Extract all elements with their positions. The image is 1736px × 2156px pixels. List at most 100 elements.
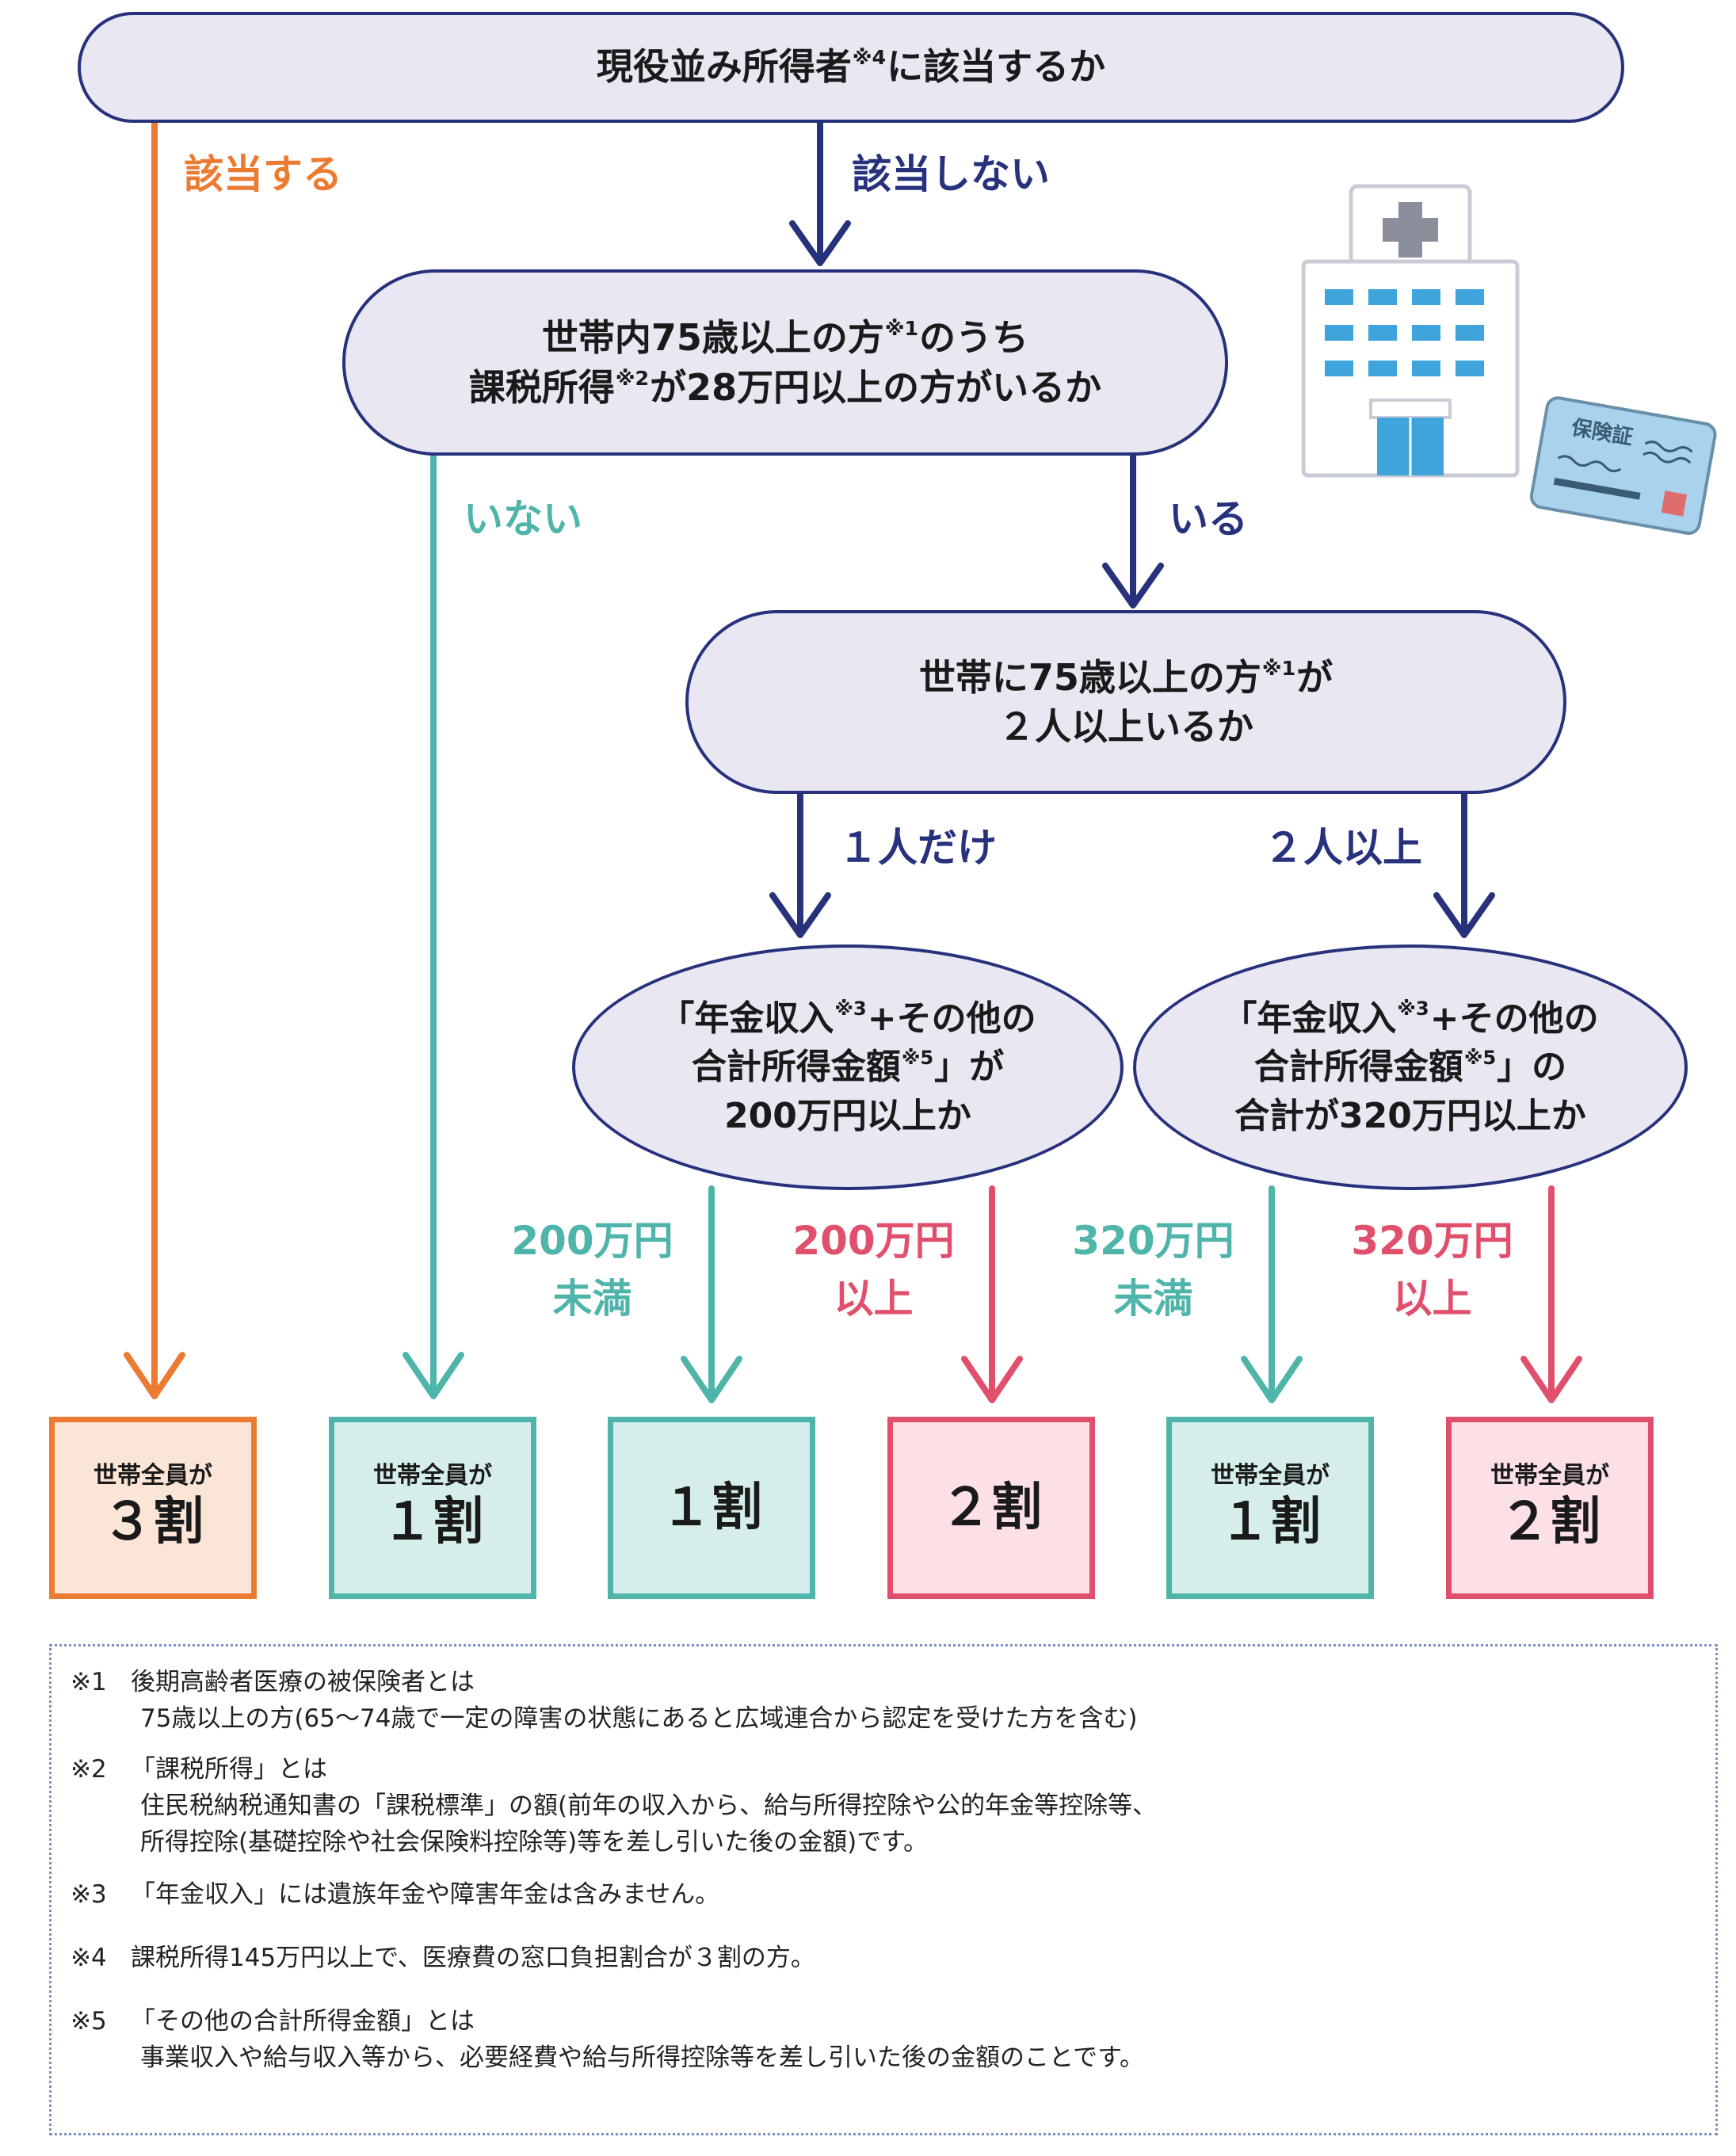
q3-line2: ２人以上いるか — [998, 705, 1253, 748]
branch-label-not-applies: 該当しない — [852, 151, 1050, 197]
q1-text: 現役並み所得者 — [596, 45, 852, 89]
branch-label-two-or-more: ２人以上 — [1264, 825, 1422, 871]
q2-footnote-ref-1: ※1 — [884, 317, 919, 341]
branch-label-under200: 200万円 未満 — [507, 1212, 677, 1327]
q4-line3: 200万円以上か — [724, 1095, 971, 1136]
branch-label-some: いる — [1169, 496, 1248, 542]
footnote-2-line3: 所得控除(基礎控除や社会保険料控除等)等を差し引いた後の金額)です。 — [140, 1828, 929, 1856]
arrowhead-not-applies — [789, 220, 851, 266]
q2-line1: 世帯内75歳以上の方※1のうち — [542, 313, 1028, 362]
result-all-10-percent-b: 世帯全員が １割 — [1166, 1417, 1374, 1599]
footnote-2-line1: 「課税所得」とは — [131, 1755, 327, 1784]
result-5-value: １割 — [1219, 1493, 1321, 1551]
result-3-value: １割 — [661, 1479, 762, 1537]
arrowhead-none — [403, 1352, 464, 1399]
question-income-200: 「年金収入※3+その他の 合計所得金額※5」が 200万円以上か — [572, 944, 1124, 1190]
over200-line1: 200万円 — [792, 1218, 955, 1264]
q4-line1-suffix: +その他の — [867, 998, 1036, 1039]
branch-label-applies: 該当する — [184, 151, 342, 197]
result-2-caption: 世帯全員が — [373, 1462, 492, 1490]
branch-label-over320: 320万円 以上 — [1347, 1212, 1517, 1327]
hospital-icon — [1301, 184, 1520, 478]
over320-line2: 以上 — [1392, 1275, 1472, 1322]
question-current-income-level: 現役並み所得者※4に該当するか — [78, 12, 1624, 123]
under320-line1: 320万円 — [1072, 1218, 1234, 1264]
arrowhead-two-or-more — [1433, 892, 1495, 938]
over320-line1: 320万円 — [1351, 1218, 1513, 1264]
result-all-20-percent: 世帯全員が ２割 — [1446, 1417, 1654, 1599]
under200-line2: 未満 — [552, 1275, 632, 1322]
q5-footnote-ref-1: ※3 — [1397, 998, 1429, 1021]
q1-footnote-ref: ※4 — [852, 46, 887, 70]
branch-label-over200: 200万円 以上 — [788, 1212, 959, 1327]
question-income-320: 「年金収入※3+その他の 合計所得金額※5」の 合計が320万円以上か — [1133, 944, 1688, 1190]
insurance-card-icon: 保険証 — [1529, 396, 1717, 535]
q1-line: 現役並み所得者※4に該当するか — [597, 44, 1105, 91]
branch-label-under320: 320万円 未満 — [1068, 1212, 1238, 1327]
result-6-value: ２割 — [1499, 1493, 1601, 1551]
under320-line2: 未満 — [1113, 1275, 1193, 1322]
under200-line1: 200万円 — [511, 1218, 673, 1264]
q3-line1: 世帯に75歳以上の方※1が — [919, 653, 1333, 702]
result-2-value: １割 — [382, 1493, 483, 1551]
result-all-10-percent-a: 世帯全員が １割 — [329, 1417, 536, 1599]
result-5-caption: 世帯全員が — [1211, 1462, 1330, 1490]
q4-line1-text: 「年金収入 — [659, 998, 834, 1039]
q2-line2-text: 課税所得 — [468, 365, 615, 409]
footnote-4-mark: ※4 — [71, 1944, 107, 1972]
arrowhead-some — [1102, 563, 1164, 609]
q4-footnote-ref-2: ※5 — [901, 1047, 934, 1070]
result-20-percent: ２割 — [887, 1417, 1095, 1599]
q5-line2-suffix: 」の — [1497, 1047, 1567, 1088]
result-10-percent: １割 — [608, 1417, 815, 1599]
branch-label-none: いない — [464, 496, 582, 542]
result-6-caption: 世帯全員が — [1490, 1462, 1609, 1490]
arrowhead-applies — [124, 1352, 185, 1399]
q4-line2-text: 合計所得金額 — [691, 1047, 901, 1088]
over200-line2: 以上 — [834, 1275, 914, 1322]
footnote-5-line1: 「その他の合計所得金額」とは — [131, 2007, 475, 2036]
arrowhead-under200 — [681, 1356, 742, 1403]
q2-line1-suffix: のうち — [919, 316, 1029, 360]
q1-suffix: に該当するか — [887, 45, 1106, 89]
footnote-3-line1: 「年金収入」には遺族年金や障害年金は含みません。 — [131, 1880, 720, 1909]
result-1-value: ３割 — [102, 1493, 204, 1551]
arrowhead-over200 — [961, 1356, 1023, 1403]
footnote-5-line2: 事業収入や給与収入等から、必要経費や給与所得控除等を差し引いた後の金額のことです… — [140, 2043, 1144, 2072]
q5-footnote-ref-2: ※5 — [1463, 1047, 1497, 1070]
question-number-of-elderly: 世帯に75歳以上の方※1が ２人以上いるか — [685, 610, 1566, 794]
q2-footnote-ref-2: ※2 — [615, 366, 650, 390]
footnote-1-line2: 75歳以上の方(65～74歳で一定の障害の状態にあると広域連合から認定を受けた方… — [140, 1704, 1138, 1733]
footnote-2-mark: ※2 — [71, 1755, 107, 1784]
q4-footnote-ref-1: ※3 — [834, 998, 867, 1021]
q5-line1: 「年金収入※3+その他の — [1222, 994, 1598, 1044]
q4-line1: 「年金収入※3+その他の — [659, 994, 1036, 1044]
q4-line2-suffix: 」が — [934, 1047, 1005, 1088]
q5-line1-text: 「年金収入 — [1222, 998, 1397, 1039]
result-4-value: ２割 — [940, 1479, 1042, 1537]
branch-label-only-one: １人だけ — [838, 825, 997, 871]
q2-line2-suffix: が28万円以上の方がいるか — [650, 365, 1102, 409]
q3-line1-suffix: が — [1296, 655, 1333, 699]
q5-line3: 合計が320万円以上か — [1234, 1095, 1586, 1136]
q2-line2: 課税所得※2が28万円以上の方がいるか — [469, 363, 1101, 412]
footnote-1-mark: ※1 — [71, 1668, 107, 1696]
footnotes: ※1 後期高齢者医療の被保険者とは 75歳以上の方(65～74歳で一定の障害の状… — [49, 1644, 1718, 2135]
question-taxable-income: 世帯内75歳以上の方※1のうち 課税所得※2が28万円以上の方がいるか — [342, 269, 1228, 456]
q2-line1-text: 世帯内75歳以上の方 — [541, 316, 884, 360]
q4-line2: 合計所得金額※5」が — [692, 1043, 1004, 1092]
q3-footnote-ref: ※1 — [1261, 656, 1296, 680]
q5-line1-suffix: +その他の — [1429, 998, 1599, 1039]
footnote-2-line2: 住民税納税通知書の「課税標準」の額(前年の収入から、給与所得控除や公的年金等控除… — [140, 1792, 1158, 1820]
arrowhead-only-one — [769, 892, 831, 938]
q5-line2-text: 合計所得金額 — [1253, 1047, 1463, 1088]
footnote-4-line1: 課税所得145万円以上で、医療費の窓口負担割合が３割の方。 — [131, 1944, 815, 1972]
arrowhead-under320 — [1241, 1356, 1303, 1403]
q3-line1-text: 世帯に75歳以上の方 — [918, 655, 1261, 699]
arrowhead-over320 — [1520, 1356, 1582, 1403]
footnote-3-mark: ※3 — [71, 1880, 107, 1909]
result-1-caption: 世帯全員が — [93, 1462, 212, 1490]
footnote-5-mark: ※5 — [71, 2007, 107, 2036]
footnote-1-line1: 後期高齢者医療の被保険者とは — [131, 1668, 475, 1696]
